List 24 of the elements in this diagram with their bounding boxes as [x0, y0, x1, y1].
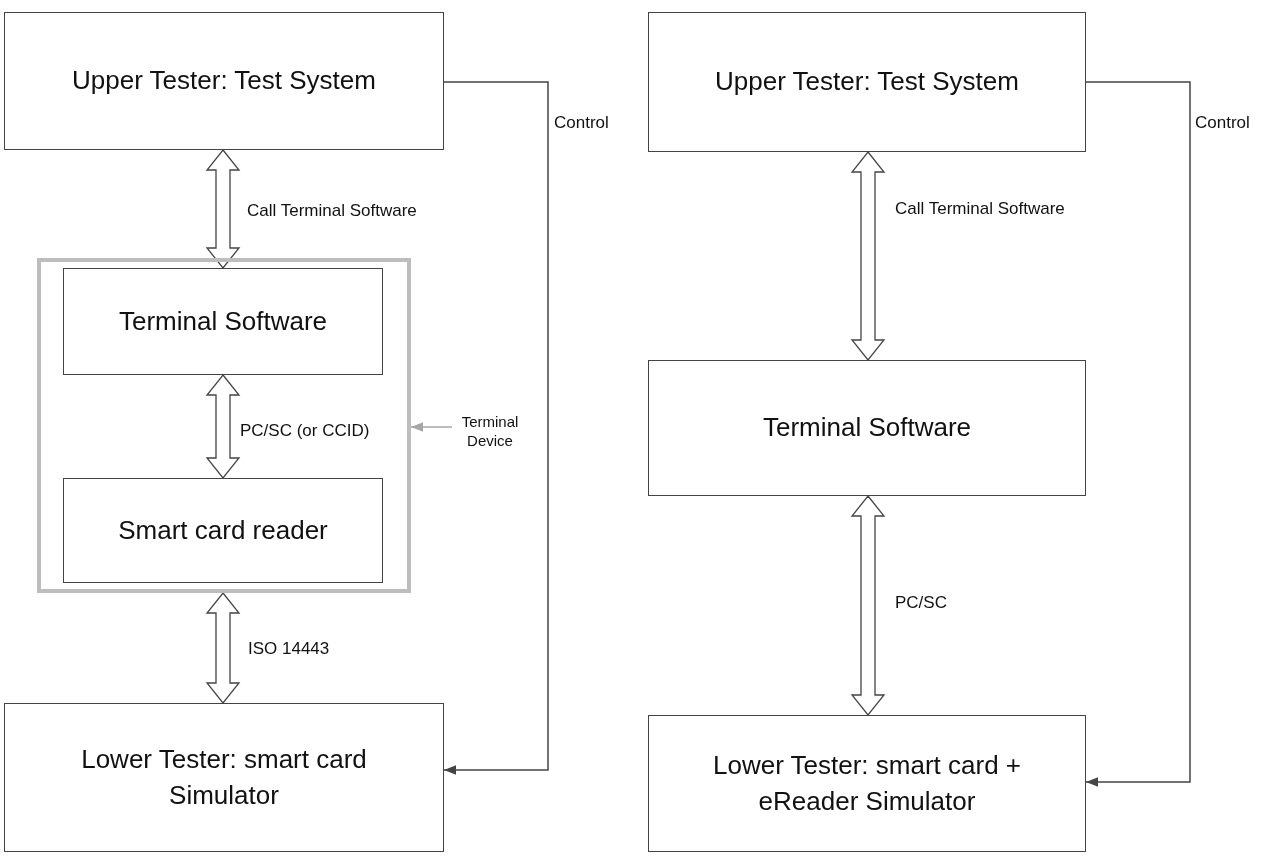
- double-block-arrow: [850, 494, 886, 717]
- process-box: [648, 715, 1086, 852]
- box-title: Upper Tester: Test System: [715, 65, 1019, 99]
- double-block-arrow: [205, 148, 241, 270]
- double-block-arrow: [850, 150, 886, 362]
- box-title: Upper Tester: Test System: [72, 64, 376, 98]
- box-title: Lower Tester: smart card + eReader Simulator: [712, 749, 1022, 818]
- process-box: [648, 360, 1086, 496]
- double-block-arrow: [205, 373, 241, 480]
- device-frame: [37, 258, 411, 593]
- process-box: [648, 12, 1086, 152]
- double-block-arrow: [205, 591, 241, 705]
- control-arrow: [1085, 81, 1191, 787]
- process-box: [63, 478, 383, 583]
- control-arrow: [443, 81, 549, 775]
- box-title: Terminal Software: [762, 411, 972, 445]
- callout-label: Terminal Device: [460, 411, 520, 451]
- box-title: Lower Tester: smart card Simulator: [80, 743, 368, 812]
- box-title: Terminal Software: [118, 304, 328, 338]
- process-box: [4, 703, 444, 852]
- box-title: Smart card reader: [118, 513, 328, 547]
- leader-line: [410, 422, 453, 432]
- process-box: [63, 268, 383, 375]
- process-box: [4, 12, 444, 150]
